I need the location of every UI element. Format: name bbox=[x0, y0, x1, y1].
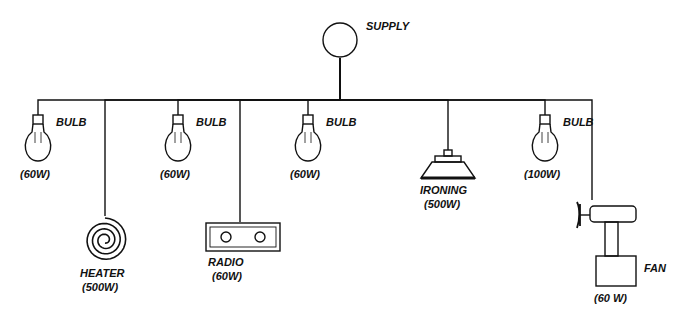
supply-wire bbox=[340, 58, 545, 115]
bulb-glass bbox=[532, 124, 557, 161]
supply-wire bbox=[340, 58, 592, 200]
iron-sole bbox=[421, 177, 475, 180]
supply-symbol bbox=[322, 22, 358, 58]
bulb-glass bbox=[25, 124, 50, 161]
device-name: IRONING bbox=[420, 184, 467, 197]
device-name: BULB bbox=[56, 116, 87, 129]
bulb-cap bbox=[33, 115, 43, 124]
power-rating: (60W) bbox=[20, 168, 50, 181]
fan-shaft bbox=[580, 214, 590, 215]
device-name: HEATER bbox=[80, 267, 124, 280]
power-rating: (60W) bbox=[160, 168, 190, 181]
supply-wire bbox=[340, 58, 448, 150]
radio-knob bbox=[221, 232, 231, 242]
power-rating: (500W) bbox=[424, 198, 460, 211]
bulb-cap bbox=[540, 115, 550, 124]
device-name: BULB bbox=[563, 116, 594, 129]
heater-coil bbox=[87, 218, 126, 259]
bulb-cap bbox=[303, 115, 313, 124]
bulb-glass bbox=[165, 124, 190, 161]
power-rating: (100W) bbox=[524, 168, 560, 181]
iron-body bbox=[421, 162, 475, 178]
radio-case bbox=[206, 223, 280, 251]
bulb-symbol bbox=[163, 115, 193, 163]
fan-stand bbox=[605, 222, 618, 256]
iron-handle bbox=[444, 150, 452, 156]
device-name: BULB bbox=[326, 116, 357, 129]
device-name: BULB bbox=[196, 116, 227, 129]
iron-node: IRONING(500W) bbox=[418, 150, 478, 180]
bulb-node: BULB(100W) bbox=[530, 115, 560, 163]
bulb-glass bbox=[295, 124, 320, 161]
power-rating: (500W) bbox=[82, 281, 118, 294]
iron-top bbox=[435, 156, 461, 162]
fan-motor bbox=[590, 206, 636, 222]
bulb-cap bbox=[173, 115, 183, 124]
power-rating: (60W) bbox=[290, 168, 320, 181]
fan-node: FAN(60 W) bbox=[574, 200, 638, 288]
power-rating: (60 W) bbox=[594, 292, 627, 305]
radio-panel bbox=[210, 227, 276, 247]
supply-wire bbox=[178, 58, 340, 115]
bulb-symbol bbox=[293, 115, 323, 163]
power-rating: (60W) bbox=[212, 270, 242, 283]
supply-node: SUPPLY bbox=[322, 22, 358, 58]
device-name: FAN bbox=[644, 262, 666, 275]
device-name: RADIO bbox=[208, 256, 243, 269]
bulb-node: BULB(60W) bbox=[163, 115, 193, 163]
bulb-symbol bbox=[530, 115, 560, 163]
fan-blade bbox=[577, 202, 580, 228]
heater-node: HEATER(500W) bbox=[81, 216, 129, 264]
radio-knob bbox=[255, 232, 265, 242]
supply-wire bbox=[240, 58, 340, 222]
heater-symbol bbox=[81, 216, 129, 264]
bulb-filament bbox=[542, 132, 548, 143]
bulb-symbol bbox=[23, 115, 53, 163]
fan-base bbox=[596, 256, 636, 286]
supply-wire bbox=[38, 58, 340, 115]
bulb-filament bbox=[35, 132, 41, 143]
bulb-node: BULB(60W) bbox=[293, 115, 323, 163]
supply-wire bbox=[105, 58, 340, 216]
iron-symbol bbox=[418, 150, 478, 180]
bulb-filament bbox=[305, 132, 311, 143]
fan-symbol bbox=[574, 200, 638, 288]
radio-node: RADIO(60W) bbox=[205, 222, 281, 252]
supply-wire bbox=[308, 58, 340, 115]
supply-circle bbox=[323, 23, 357, 57]
bulb-node: BULB(60W) bbox=[23, 115, 53, 163]
bulb-filament bbox=[175, 132, 181, 143]
radio-symbol bbox=[205, 222, 281, 252]
device-name: SUPPLY bbox=[366, 20, 409, 33]
